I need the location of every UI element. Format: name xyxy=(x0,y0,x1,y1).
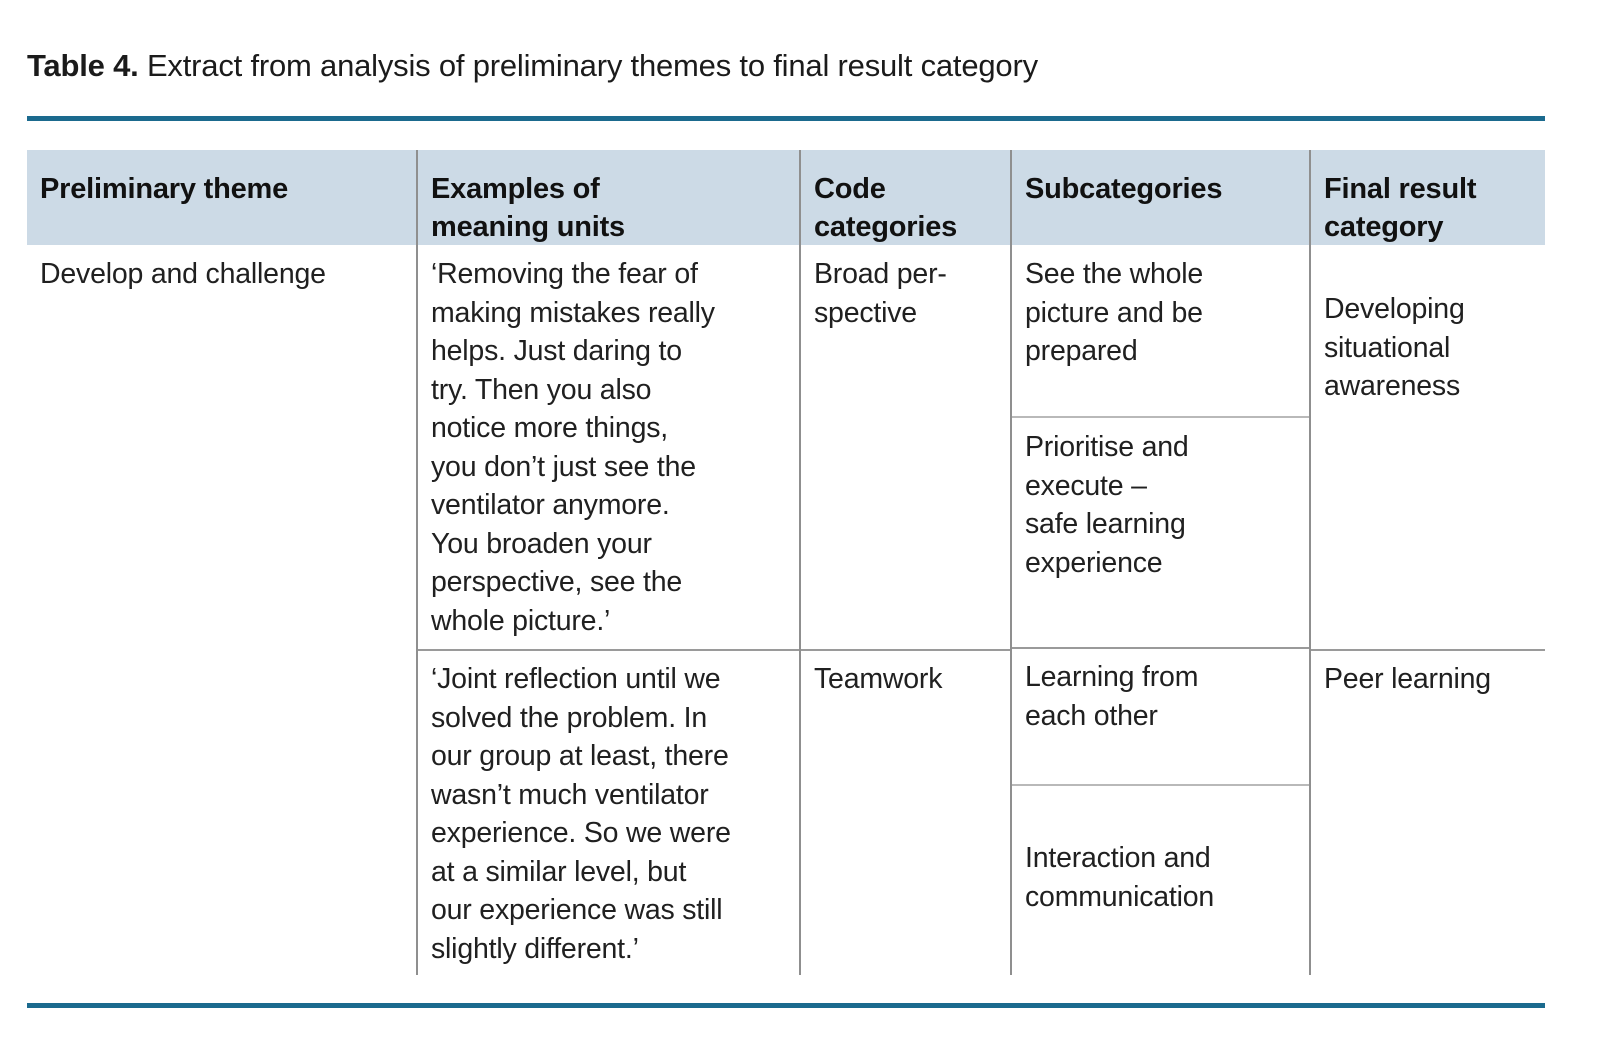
cell-subcategory-2b: Interaction and communication xyxy=(1025,842,1215,913)
header-subcategories: Subcategories xyxy=(1012,150,1311,245)
cell-subcategory-1a: See the whole picture and be prepared xyxy=(1012,245,1309,418)
cell-preliminary-theme: Develop and challenge xyxy=(40,258,326,290)
cell-subcategory-1b: Prioritise and execute – safe learning e… xyxy=(1025,431,1189,579)
cell-final-category-1: Developing situational awareness xyxy=(1324,293,1465,402)
header-preliminary-theme: Preliminary theme xyxy=(27,150,418,245)
table-caption: Table 4. Extract from analysis of prelim… xyxy=(27,44,1038,88)
cell-quote-2: ‘Joint reflection until we solved the pr… xyxy=(418,649,799,975)
analysis-table: Preliminary theme Examples of meaning un… xyxy=(27,150,1545,975)
cell-code-category-2: Teamwork xyxy=(801,649,1010,975)
col-meaning-units: ‘Removing the fear of making mistakes re… xyxy=(418,245,801,975)
bottom-rule xyxy=(27,1003,1545,1008)
col-final-result: Developing situational awareness Peer le… xyxy=(1311,245,1545,975)
header-meaning-units: Examples of meaning units xyxy=(418,150,801,245)
table-caption-text: Extract from analysis of preliminary the… xyxy=(138,48,1038,83)
table-caption-number: Table 4. xyxy=(27,48,139,83)
cell-subcategory-2a: Learning from each other xyxy=(1012,647,1309,786)
header-code-categories: Code categories xyxy=(801,150,1012,245)
cell-final-category-2: Peer learning xyxy=(1311,649,1545,975)
col-subcategories: See the whole picture and be prepared Pr… xyxy=(1012,245,1311,975)
top-rule xyxy=(27,116,1545,121)
cell-quote-1: ‘Removing the fear of making mistakes re… xyxy=(431,258,715,637)
cell-code-category-1: Broad per- spective xyxy=(814,258,947,329)
col-preliminary-theme: Develop and challenge xyxy=(27,245,418,975)
col-code-categories: Broad per- spective Teamwork xyxy=(801,245,1012,975)
header-final-result: Final result category xyxy=(1311,150,1545,245)
